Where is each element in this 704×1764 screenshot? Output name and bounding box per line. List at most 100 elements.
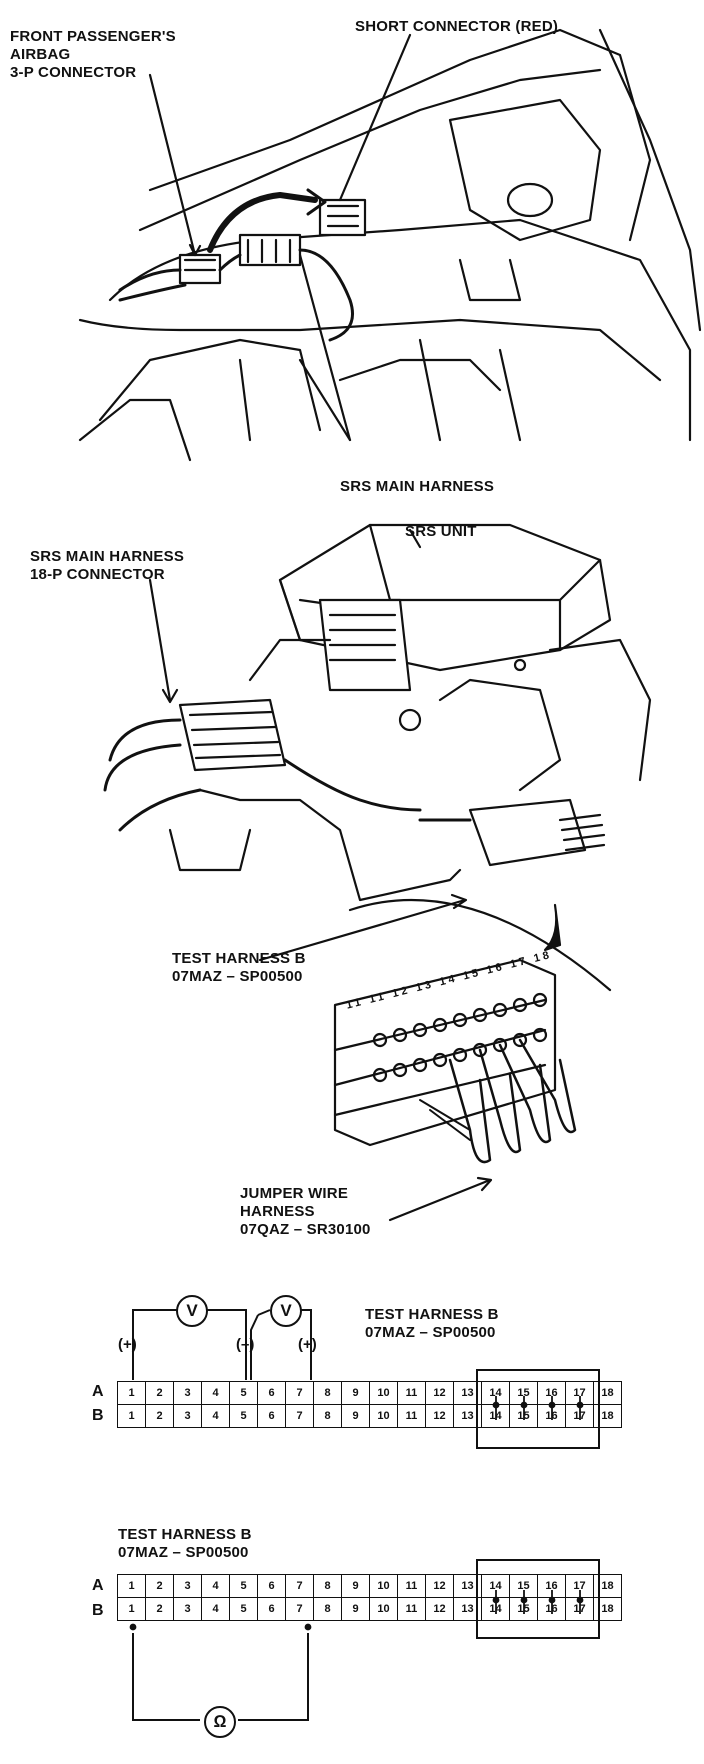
leader-short bbox=[338, 33, 412, 202]
dash-upper-panel bbox=[148, 28, 652, 242]
pin-cell: 14 bbox=[481, 1574, 510, 1598]
pin-cell: 4 bbox=[201, 1404, 230, 1428]
pin-cell: 5 bbox=[229, 1381, 258, 1405]
pin-cell: 17 bbox=[565, 1574, 594, 1598]
pin-cell: 3 bbox=[173, 1381, 202, 1405]
pin-cell: 11 bbox=[397, 1404, 426, 1428]
pin-cell: 8 bbox=[313, 1404, 342, 1428]
harness-18p-line2: 18-P CONNECTOR bbox=[30, 566, 165, 583]
pin-cell: 6 bbox=[257, 1597, 286, 1621]
closeup-pin-holes bbox=[372, 992, 548, 1083]
jumper-line1: JUMPER WIRE bbox=[240, 1185, 349, 1202]
jumper-line3: 07QAZ – SR30100 bbox=[240, 1221, 371, 1238]
pin-cell: 13 bbox=[453, 1574, 482, 1598]
probe-sign-negative: (–) bbox=[236, 1336, 255, 1353]
pin-cell: 18 bbox=[593, 1404, 622, 1428]
pin-cell: 2 bbox=[145, 1381, 174, 1405]
pin-cell: 18 bbox=[593, 1381, 622, 1405]
jumper-wire-harness bbox=[448, 1038, 577, 1164]
pin-cell: 4 bbox=[201, 1381, 230, 1405]
airbag-harness-wire bbox=[118, 253, 242, 302]
passenger-connector-label: FRONT PASSENGER'S AIRBAG 3-P CONNECTOR bbox=[10, 28, 176, 82]
test-harness-line2: 07MAZ – SP00500 bbox=[365, 1324, 496, 1341]
probe-sign-positive-2: (+) bbox=[298, 1336, 317, 1353]
pin-cell: 17 bbox=[565, 1597, 594, 1621]
short-connector-label: SHORT CONNECTOR (RED) bbox=[355, 18, 559, 35]
pin-cell: 16 bbox=[537, 1404, 566, 1428]
row-label-a: A bbox=[92, 1577, 104, 1594]
pin-cell: 13 bbox=[453, 1381, 482, 1405]
pin-cell: 13 bbox=[453, 1404, 482, 1428]
pin-cell: 10 bbox=[369, 1597, 398, 1621]
pin-cell: 15 bbox=[509, 1404, 538, 1428]
pin-cell: 16 bbox=[537, 1381, 566, 1405]
voltmeter2-lead bbox=[250, 1309, 312, 1380]
passenger-connector-line2: AIRBAG bbox=[10, 46, 71, 63]
dash-floor bbox=[78, 318, 662, 382]
zoom-arrow bbox=[348, 899, 612, 992]
pin-cell: 9 bbox=[341, 1381, 370, 1405]
row-label-b: B bbox=[92, 1602, 104, 1619]
test-harness-line1: TEST HARNESS B bbox=[365, 1306, 499, 1323]
pin-cell: 7 bbox=[285, 1574, 314, 1598]
test-harness-label-2: TEST HARNESS B 07MAZ – SP00500 bbox=[365, 1306, 499, 1342]
pin-cell: 5 bbox=[229, 1597, 258, 1621]
pin-cell: 2 bbox=[145, 1597, 174, 1621]
pin-cell: 14 bbox=[481, 1597, 510, 1621]
pin-cell: 12 bbox=[425, 1404, 454, 1428]
pin-cell: 12 bbox=[425, 1381, 454, 1405]
pin-cell: 12 bbox=[425, 1597, 454, 1621]
leader-18p bbox=[148, 578, 172, 702]
pin-cell: 16 bbox=[537, 1574, 566, 1598]
pin-cell: 5 bbox=[229, 1404, 258, 1428]
leader-srs-unit bbox=[408, 528, 422, 549]
pin-cell: 8 bbox=[313, 1574, 342, 1598]
pin-cell: 4 bbox=[201, 1574, 230, 1598]
pin-cell: 11 bbox=[397, 1597, 426, 1621]
pin-cell: 7 bbox=[285, 1381, 314, 1405]
voltmeter-2: V bbox=[270, 1295, 302, 1327]
pin-cell: 17 bbox=[565, 1404, 594, 1428]
pin-cell: 14 bbox=[481, 1404, 510, 1428]
dash-right-edge bbox=[598, 28, 702, 332]
voltmeter-1: V bbox=[176, 1295, 208, 1327]
row-label-a: A bbox=[92, 1383, 104, 1400]
harness-18p-connector bbox=[178, 698, 287, 772]
pin-cell: 2 bbox=[145, 1404, 174, 1428]
pin-cell: 10 bbox=[369, 1381, 398, 1405]
pin-cell: 12 bbox=[425, 1574, 454, 1598]
pin-cell: 7 bbox=[285, 1597, 314, 1621]
passenger-connector-line1: FRONT PASSENGER'S bbox=[10, 28, 176, 45]
pin-cell: 11 bbox=[397, 1381, 426, 1405]
pin-cell: 17 bbox=[565, 1381, 594, 1405]
harness-18p-label: SRS MAIN HARNESS 18-P CONNECTOR bbox=[30, 548, 184, 584]
pin-cell: 18 bbox=[593, 1574, 622, 1598]
test-harness-label-3: TEST HARNESS B 07MAZ – SP00500 bbox=[118, 1526, 252, 1562]
pin-cell: 8 bbox=[313, 1381, 342, 1405]
pin-cell: 4 bbox=[201, 1597, 230, 1621]
test-harness-line2: 07MAZ – SP00500 bbox=[172, 968, 303, 985]
dash-bracket bbox=[448, 98, 602, 242]
voltmeter1-lead bbox=[132, 1309, 247, 1380]
leader-harness bbox=[298, 253, 352, 442]
pin-cell: 7 bbox=[285, 1404, 314, 1428]
pin-cell: 2 bbox=[145, 1574, 174, 1598]
probe-sign-positive-1: (+) bbox=[118, 1336, 137, 1353]
pin-cell: 11 bbox=[397, 1574, 426, 1598]
passenger-connector-line3: 3-P CONNECTOR bbox=[10, 64, 137, 81]
test-harness-line1: TEST HARNESS B bbox=[118, 1526, 252, 1543]
test-harness-b-connector bbox=[468, 798, 587, 867]
test-harness-line1: TEST HARNESS B bbox=[172, 950, 306, 967]
pin-cell: 6 bbox=[257, 1381, 286, 1405]
pin-cell: 9 bbox=[341, 1574, 370, 1598]
harness-18p-line1: SRS MAIN HARNESS bbox=[30, 548, 185, 565]
pin-cell: 1 bbox=[117, 1597, 146, 1621]
pin-cell: 1 bbox=[117, 1404, 146, 1428]
